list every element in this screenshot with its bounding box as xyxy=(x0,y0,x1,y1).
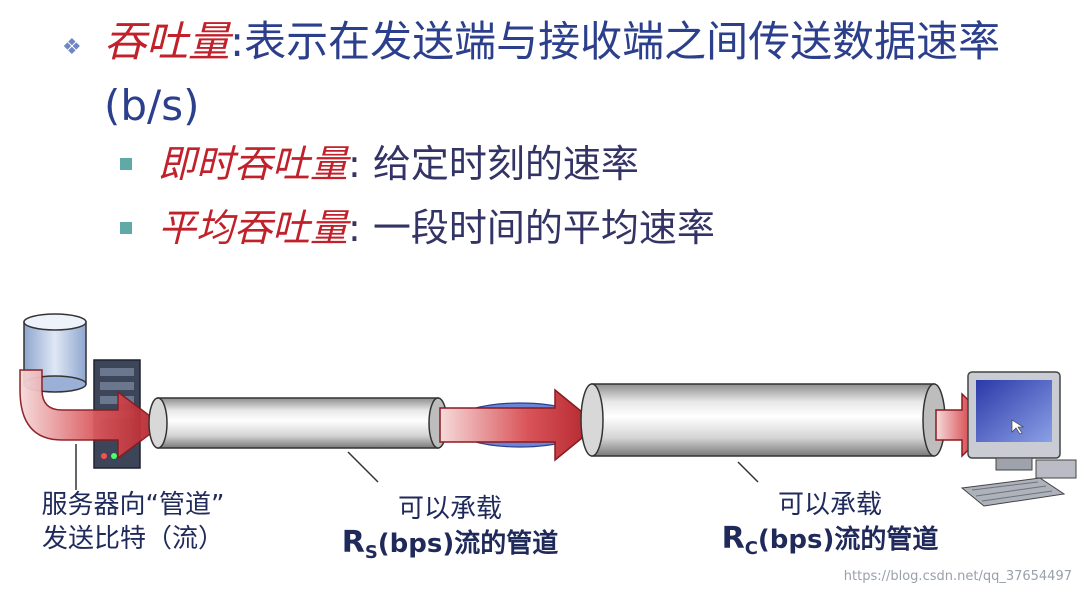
pipe-rc xyxy=(580,383,946,457)
average-throughput-text: : 一段时间的平均速率 xyxy=(348,206,715,250)
watermark: https://blog.csdn.net/qq_37654497 xyxy=(843,569,1072,584)
rs-subscript: S xyxy=(364,542,378,564)
server-caption-line2: 发送比特（流） xyxy=(41,524,224,554)
throughput-definition: :表示在发送端与接收端之间传送数据速率 (b/s) xyxy=(104,17,1001,130)
rs-symbol: R xyxy=(341,525,365,560)
flow-arrow-middle xyxy=(439,388,600,462)
square-bullet-icon xyxy=(120,222,132,234)
server-caption-line1: 服务器向“管道” xyxy=(41,490,225,520)
diamond-bullet-icon: ❖ xyxy=(62,35,82,60)
pipe-rs xyxy=(148,397,448,449)
instant-throughput-term: 即时吞吐量 xyxy=(158,142,349,186)
rc-caption-rest: (bps)流的管道 xyxy=(757,525,939,555)
rc-subscript: C xyxy=(744,538,758,560)
server-caption: 服务器向“管道” 发送比特（流） xyxy=(8,488,258,556)
rs-caption-rest: (bps)流的管道 xyxy=(377,529,559,559)
rc-caption-line1: 可以承载 xyxy=(777,490,882,520)
rc-leader-line xyxy=(737,461,759,483)
square-bullet-icon xyxy=(120,158,132,170)
average-throughput-term: 平均吞吐量 xyxy=(158,206,349,250)
main-bullet-text: 吞吐量:表示在发送端与接收端之间传送数据速率 (b/s) xyxy=(104,10,1044,138)
instant-throughput-text: : 给定时刻的速率 xyxy=(348,142,639,186)
rs-caption-line1: 可以承载 xyxy=(397,494,502,524)
rc-symbol: R xyxy=(721,521,745,556)
throughput-term: 吞吐量 xyxy=(104,17,231,66)
rc-pipe-caption: 可以承载 RC(bps)流的管道 xyxy=(680,488,980,566)
rs-pipe-caption: 可以承载 RS(bps)流的管道 xyxy=(300,492,600,570)
rs-leader-line xyxy=(347,451,379,483)
client-computer-icon xyxy=(960,371,1077,507)
server-to-pipe-arrow xyxy=(19,369,164,460)
